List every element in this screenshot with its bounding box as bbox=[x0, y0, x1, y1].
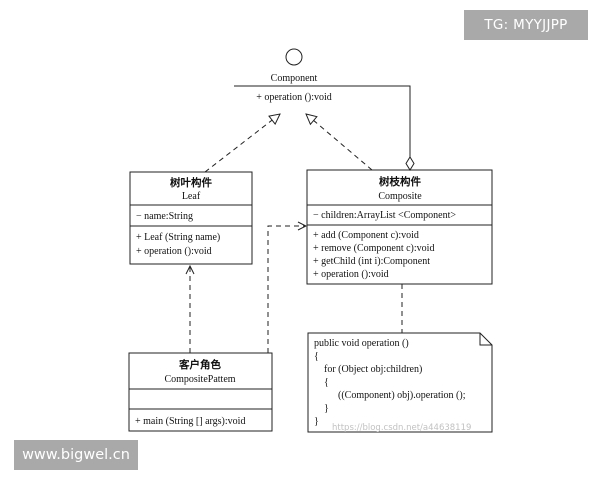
interface-operation: + operation ():void bbox=[256, 92, 332, 103]
note-line: public void operation () bbox=[314, 338, 409, 349]
composite-operation: + getChild (int i):Component bbox=[313, 256, 430, 267]
component-interface[interactable]: Component + operation ():void bbox=[234, 48, 354, 103]
note-url-watermark: https://blog.csdn.net/a44638119 bbox=[332, 423, 471, 433]
leaf-operation: + Leaf (String name) bbox=[136, 232, 220, 243]
interface-lollipop-icon bbox=[285, 48, 303, 66]
composite-class-box bbox=[306, 169, 493, 285]
client-operation: + main (String [] args):void bbox=[135, 416, 245, 427]
leaf-operation: + operation ():void bbox=[136, 246, 212, 257]
composite-title-en: Composite bbox=[378, 191, 422, 202]
composite-operation: + remove (Component c):void bbox=[313, 243, 434, 254]
client-title-en: CompositePattem bbox=[164, 374, 235, 385]
code-note[interactable]: public void operation () { for (Object o… bbox=[307, 332, 493, 433]
leaf-class-box bbox=[129, 171, 253, 265]
note-line: for (Object obj:children) bbox=[324, 364, 422, 375]
composite-title-cn: 树枝构件 bbox=[379, 175, 421, 188]
composite-aggregation-edge bbox=[354, 85, 411, 157]
note-line: } bbox=[324, 403, 329, 414]
interface-name: Component bbox=[271, 73, 318, 84]
leaf-attribute: − name:String bbox=[136, 211, 193, 222]
composite-class[interactable]: 树枝构件 Composite − children:ArrayList <Com… bbox=[306, 169, 493, 285]
leaf-class[interactable]: 树叶构件 Leaf − name:String + Leaf (String n… bbox=[129, 171, 253, 265]
note-line: ((Component) obj).operation (); bbox=[338, 390, 466, 401]
client-composite-dependency-edge bbox=[267, 226, 306, 353]
note-line: { bbox=[314, 351, 319, 362]
client-title-cn: 客户角色 bbox=[178, 358, 221, 371]
leaf-realization-edge bbox=[204, 114, 280, 173]
note-fold-icon bbox=[479, 333, 492, 346]
note-line: { bbox=[324, 377, 329, 388]
leaf-title-cn: 树叶构件 bbox=[170, 176, 212, 189]
composite-operation: + operation ():void bbox=[313, 269, 389, 280]
composite-realization-edge bbox=[306, 114, 373, 171]
note-line: } bbox=[314, 416, 319, 427]
client-class[interactable]: 客户角色 CompositePattem + main (String [] a… bbox=[128, 352, 273, 432]
watermark-bottom-left: www.bigwel.cn bbox=[14, 440, 138, 470]
composite-operation: + add (Component c):void bbox=[313, 230, 419, 241]
aggregation-diamond-icon bbox=[405, 156, 415, 171]
watermark-top-right: TG: MYYJJPP bbox=[464, 10, 588, 40]
client-class-box bbox=[128, 352, 273, 432]
note-shape bbox=[307, 332, 493, 433]
leaf-title-en: Leaf bbox=[182, 191, 201, 202]
composite-attribute: − children:ArrayList <Component> bbox=[313, 210, 456, 221]
